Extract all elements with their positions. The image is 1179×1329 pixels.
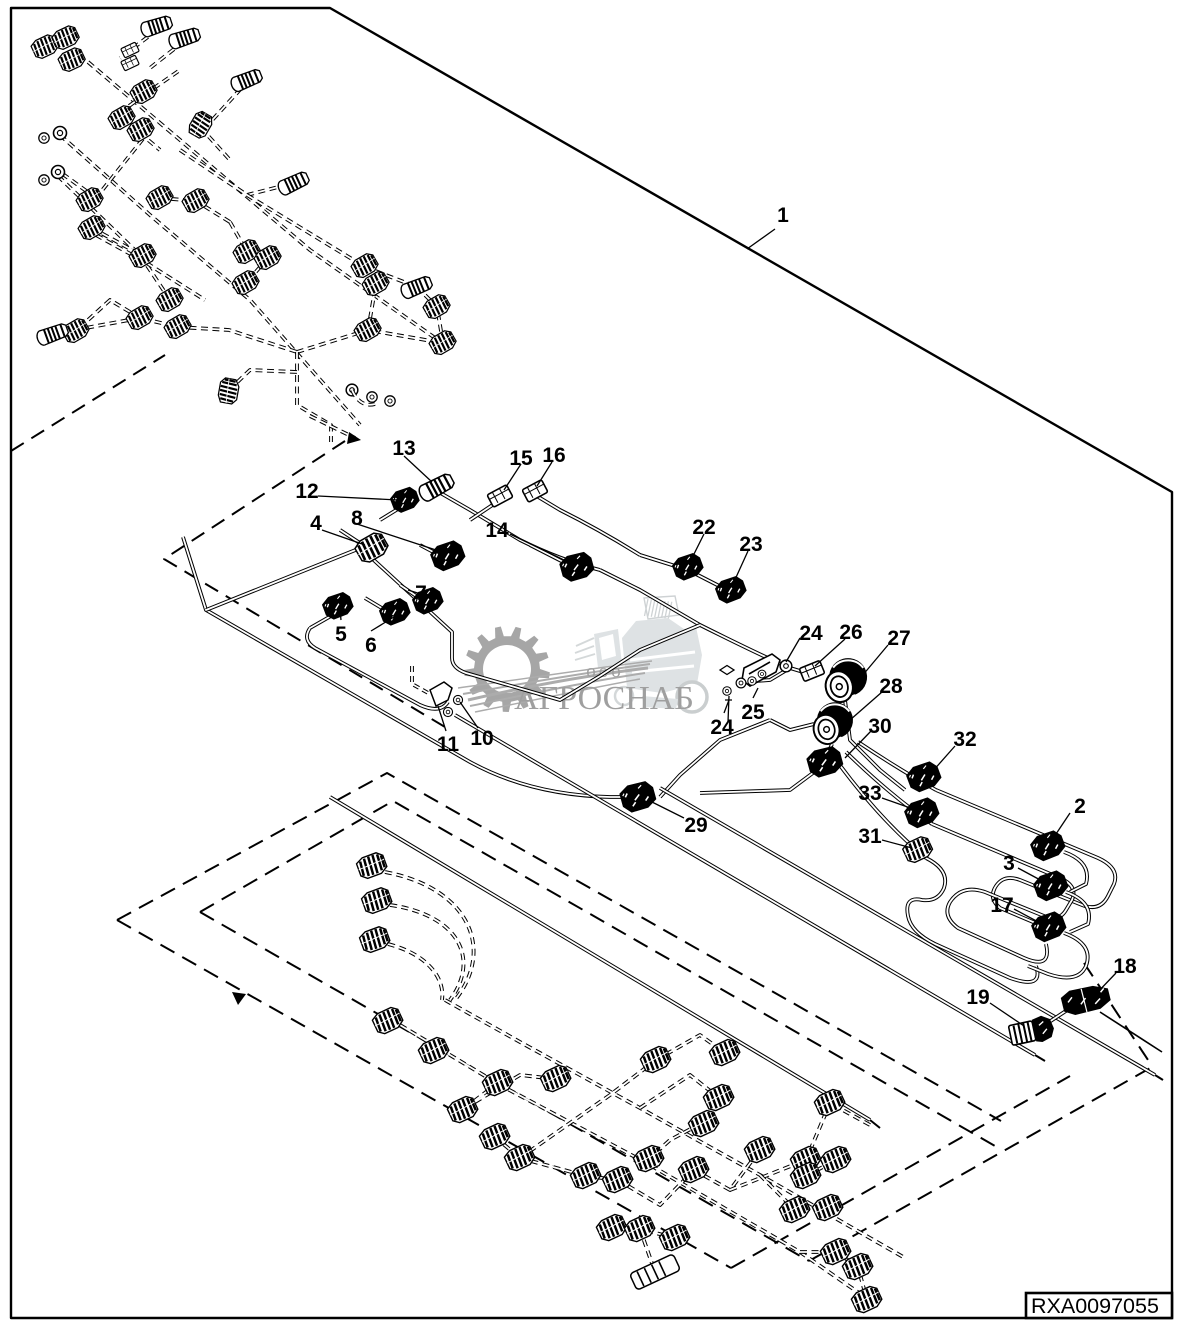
svg-text:6: 6	[365, 634, 377, 657]
svg-text:3: 3	[1003, 852, 1015, 875]
svg-text:19: 19	[966, 986, 989, 1009]
svg-text:16: 16	[542, 444, 565, 467]
svg-text:23: 23	[739, 533, 762, 556]
svg-text:10: 10	[470, 727, 493, 750]
svg-text:27: 27	[887, 627, 910, 650]
svg-text:4: 4	[310, 512, 322, 535]
svg-text:30: 30	[868, 715, 891, 738]
svg-text:24: 24	[799, 622, 823, 645]
svg-text:1: 1	[777, 204, 789, 227]
svg-text:14: 14	[485, 519, 509, 542]
svg-text:15: 15	[509, 447, 533, 470]
svg-text:17: 17	[990, 894, 1013, 917]
svg-text:31: 31	[858, 825, 882, 848]
svg-text:RXA0097055: RXA0097055	[1031, 1294, 1159, 1318]
svg-text:33: 33	[858, 782, 881, 805]
svg-text:АГРОСНАБ: АГРОСНАБ	[514, 680, 694, 717]
svg-text:24: 24	[710, 716, 734, 739]
svg-text:2: 2	[1074, 795, 1086, 818]
svg-text:26: 26	[839, 621, 862, 644]
svg-text:28: 28	[879, 675, 903, 698]
svg-text:25: 25	[741, 701, 765, 724]
svg-text:13: 13	[392, 437, 415, 460]
svg-text:22: 22	[692, 516, 715, 539]
svg-text:32: 32	[953, 728, 976, 751]
svg-text:11: 11	[437, 733, 460, 756]
svg-text:8: 8	[351, 507, 363, 530]
svg-text:5: 5	[335, 623, 347, 646]
svg-text:18: 18	[1113, 955, 1137, 978]
svg-text:29: 29	[684, 814, 707, 837]
svg-text:12: 12	[295, 480, 318, 503]
